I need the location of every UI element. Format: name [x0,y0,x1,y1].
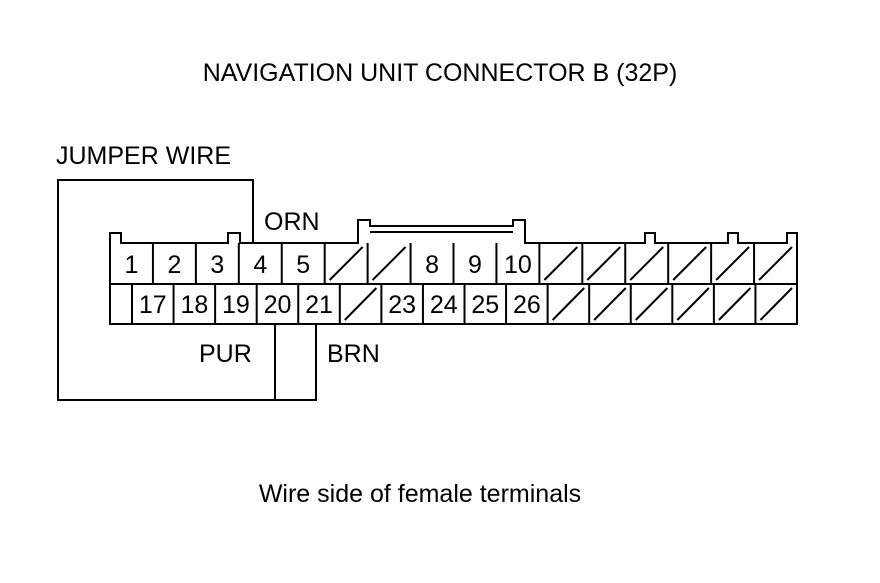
unused-terminal-slash [715,246,750,281]
unused-terminal-slash [635,287,669,321]
unused-terminal-slash [672,246,707,281]
terminal-19: 19 [222,291,250,319]
terminal-23: 23 [388,291,416,319]
terminal-4: 4 [253,251,267,279]
terminal-26: 26 [513,291,541,319]
unused-terminal-slash [543,246,579,281]
terminal-21: 21 [305,291,333,319]
brn-wire [275,324,317,401]
orn-wire-label: ORN [264,208,320,236]
terminal-9: 9 [468,251,482,279]
terminal-18: 18 [180,291,208,319]
footer-caption: Wire side of female terminals [259,480,581,508]
unused-terminal-slash [629,246,664,281]
unused-terminal-slash [586,246,621,281]
unused-terminal-slash [758,246,793,281]
terminal-10: 10 [504,251,532,279]
terminal-25: 25 [471,291,499,319]
unused-terminal-slash [718,287,752,321]
terminal-24: 24 [430,291,458,319]
unused-terminal-slash [759,287,793,321]
unused-terminal-slash [371,246,407,281]
unused-terminal-slash [676,287,710,321]
terminal-17: 17 [139,291,167,319]
unused-terminal-slash [551,287,585,321]
terminal-3: 3 [210,251,224,279]
brn-wire-label: BRN [327,340,380,368]
brn-wire-path [275,324,317,401]
terminal-1: 1 [125,251,139,279]
unused-terminal-slash [593,287,627,321]
jumper-wire [57,179,276,401]
unused-terminal-slash [328,246,364,281]
diagram-title: NAVIGATION UNIT CONNECTOR B (32P) [203,59,678,87]
jumper-wire-path [57,179,276,401]
terminal-2: 2 [167,251,181,279]
terminal-5: 5 [296,251,310,279]
terminal-20: 20 [264,291,292,319]
pur-wire-label: PUR [199,340,252,368]
unused-terminal-slash [344,287,378,321]
jumper-wire-label: JUMPER WIRE [56,142,231,170]
terminal-8: 8 [425,251,439,279]
